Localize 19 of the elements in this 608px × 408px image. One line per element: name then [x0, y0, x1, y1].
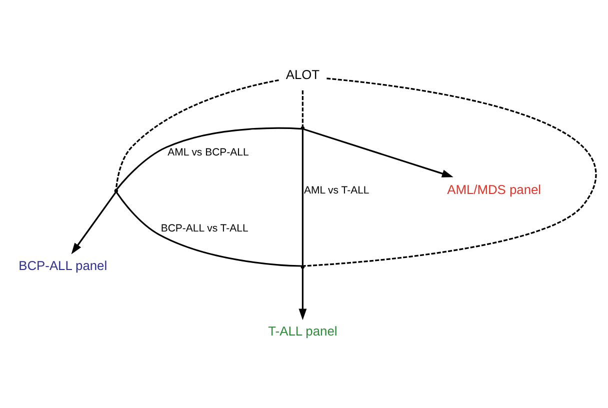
node-point: [300, 126, 305, 130]
arrow: [304, 128, 454, 178]
connector: [115, 79, 279, 190]
arrow: [298, 268, 307, 320]
node-text: BCP-ALL panel: [18, 258, 108, 273]
node-text: T-ALL panel: [268, 323, 338, 338]
node-text: AML/MDS panel: [447, 182, 542, 197]
edge-label: BCP-ALL vs T-ALL: [160, 224, 248, 235]
node-point: [300, 264, 305, 269]
arrow: [71, 192, 116, 254]
connector: [302, 90, 304, 126]
connector: [116, 127, 302, 190]
edge-label: AML vs BCP-ALL: [168, 148, 249, 159]
edge-label: AML vs T-ALL: [304, 186, 370, 197]
connector: [304, 78, 596, 267]
node-text: ALOT: [286, 66, 320, 82]
node-point: [114, 189, 118, 193]
connector: [116, 192, 302, 267]
connector: [302, 130, 304, 266]
